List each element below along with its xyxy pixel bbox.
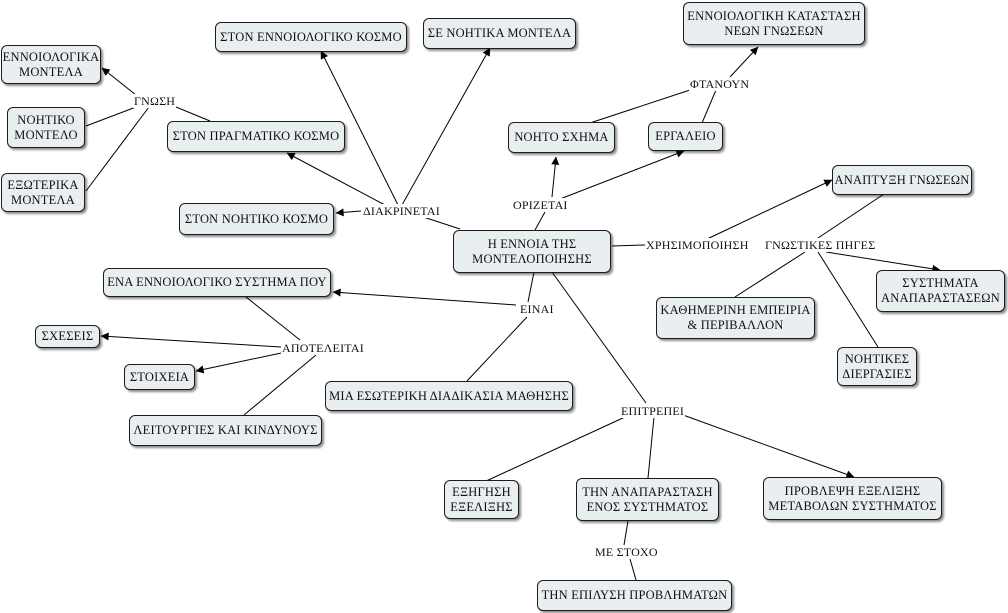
node-ston-pragmatiko-kosmo[interactable]: ΣΤΟΝ ΠΡΑΓΜΑΤΙΚΟ ΚΟΣΜΟ bbox=[167, 121, 345, 152]
edge-apoteleitai-stoicheia bbox=[195, 351, 287, 374]
node-exoterika-montela[interactable]: ΕΞΩΤΕΡΙΚΑ ΜΟΝΤΕΛΑ bbox=[1, 173, 85, 212]
link-label-einai: ΕΙΝΑΙ bbox=[519, 302, 555, 316]
edge-systima-apoteleitai bbox=[245, 296, 301, 341]
link-label-ftanoun: ΦΤΑΝΟΥΝ bbox=[689, 77, 751, 91]
node-kathimerini-empeiria[interactable]: ΚΑΘΗΜΕΡΙΝΗ ΕΜΠΕΙΡΙΑ & ΠΕΡΙΒΑΛΛΟΝ bbox=[656, 297, 815, 339]
node-center[interactable]: Η ΕΝΝΟΙΑ ΤΗΣ ΜΟΝΤΕΛΟΠΟΙΗΣΗΣ bbox=[453, 230, 611, 273]
edge-einai-diadikasia bbox=[466, 316, 528, 382]
edge-ftanoun-katastasi bbox=[729, 46, 759, 78]
edge-noito-ftanoun bbox=[589, 89, 691, 124]
edge-gnosi-noitiko bbox=[85, 106, 137, 127]
edge-epitrepei-exigisi bbox=[483, 416, 626, 483]
node-ston-noitiko-kosmo[interactable]: ΣΤΟΝ ΝΟΗΤΙΚΟ ΚΟΣΜΟ bbox=[179, 203, 334, 235]
edge-gnosi-exoterika bbox=[85, 106, 150, 192]
edge-center-einai bbox=[527, 271, 535, 303]
link-label-apoteleitai: ΑΠΟΤΕΛΕΙΤΑΙ bbox=[281, 341, 365, 355]
edge-epitrepei-anaparastasi bbox=[647, 416, 655, 479]
link-label-me-stocho: ΜΕ ΣΤΟΧΟ bbox=[594, 545, 659, 559]
node-noitiko-montelo[interactable]: ΝΟΗΤΙΚΟ ΜΟΝΤΕΛΟ bbox=[7, 107, 85, 148]
link-label-diakrinetai: ΔΙΑΚΡΙΝΕΤΑΙ bbox=[362, 204, 441, 218]
edge-center-orizetai bbox=[534, 211, 546, 231]
edge-center-chrisimopoiisi bbox=[611, 244, 646, 247]
node-tin-anaparastasi[interactable]: ΤΗΝ ΑΝΑΠΑΡΑΣΤΑΣΗ ΕΝΟΣ ΣΥΣΤΗΜΑΤΟΣ bbox=[576, 478, 719, 521]
edge-chrisimopoiisi-anaptyxi bbox=[704, 179, 833, 241]
link-label-orizetai: ΟΡΙΖΕΤΑΙ bbox=[512, 198, 569, 212]
edge-orizetai-noito bbox=[551, 156, 560, 198]
node-se-noitika-montela[interactable]: ΣΕ ΝΟΗΤΙΚΑ ΜΟΝΤΕΛΑ bbox=[423, 18, 576, 49]
node-leitourgies[interactable]: ΛΕΙΤΟΥΡΓΙΕΣ ΚΑΙ ΚΙΝΔΥΝΟΥΣ bbox=[129, 415, 322, 446]
link-label-gnosi: ΓΝΩΣΗ bbox=[133, 94, 177, 108]
edge-piges-noitikes bbox=[817, 251, 879, 348]
node-exigisi-exelixis[interactable]: ΕΞΗΓΗΣΗ ΕΞΕΛΙΞΗΣ bbox=[444, 480, 519, 519]
link-label-chrisimopoiisi: ΧΡΗΣΙΜΟΠΟΙΗΣΗ bbox=[645, 238, 750, 252]
node-ston-ennoiologiko-kosmo[interactable]: ΣΤΟΝ ΕΝΝΟΙΟΛΟΓΙΚΟ ΚΟΣΜΟ bbox=[215, 22, 407, 52]
node-noito-schima[interactable]: ΝΟΗΤΟ ΣΧΗΜΑ bbox=[508, 122, 615, 153]
edge-diakrinetai-noitika bbox=[401, 47, 491, 206]
edge-ergaleio-ftanoun bbox=[701, 89, 717, 124]
edge-apoteleitai-leitourgies bbox=[243, 354, 317, 416]
node-ergaleio[interactable]: ΕΡΓΑΛΕΙΟ bbox=[648, 122, 723, 151]
node-ennoiologika-montela[interactable]: ΕΝΝΟΙΟΛΟΓΙΚΑ ΜΟΝΤΕΛΑ bbox=[1, 45, 101, 84]
edge-diakrinetai-pragmatiko bbox=[286, 152, 386, 206]
edge-gnosi-ennoiologika bbox=[101, 67, 137, 96]
edge-anaparastasi-mestocho bbox=[623, 520, 629, 546]
edge-piges-systimata bbox=[825, 251, 941, 273]
node-mia-esoteriki-diadikasia[interactable]: ΜΙΑ ΕΣΩΤΕΡΙΚΗ ΔΙΑΔΙΚΑΣΙΑ ΜΑΘΗΣΗΣ bbox=[325, 381, 573, 411]
edge-epitrepei-provlepsi bbox=[682, 414, 855, 479]
node-ennoiologiki-katastasi[interactable]: ΕΝΝΟΙΟΛΟΓΙΚΗ ΚΑΤΑΣΤΑΣΗ ΝΕΩΝ ΓΝΩΣΕΩΝ bbox=[683, 2, 865, 45]
edge-pragmatiko-gnosi bbox=[175, 106, 211, 122]
node-stoicheia[interactable]: ΣΤΟΙΧΕΙΑ bbox=[124, 364, 195, 390]
node-scheseis[interactable]: ΣΧΕΣΕΙΣ bbox=[35, 325, 100, 348]
node-ena-ennoiologiko-systima[interactable]: ΕΝΑ ΕΝΝΟΙΟΛΟΓΙΚΟ ΣΥΣΤΗΜΑ ΠΟΥ bbox=[103, 268, 331, 297]
node-systimata-anaparastaseon[interactable]: ΣΥΣΤΗΜΑΤΑ ΑΝΑΠΑΡΑΣΤΑΣΕΩΝ bbox=[876, 270, 1005, 312]
node-provlepsi-exelixis[interactable]: ΠΡΟΒΛΕΨΗ ΕΞΕΛΙΞΗΣ ΜΕΤΑΒΟΛΩΝ ΣΥΣΤΗΜΑΤΟΣ bbox=[763, 477, 942, 520]
edge-apoteleitai-scheseis bbox=[100, 332, 282, 348]
edge-einai-systima bbox=[332, 288, 517, 306]
edge-mestocho-epilysi bbox=[629, 558, 637, 581]
edge-piges-kathimerini bbox=[734, 251, 806, 298]
node-noitikes-diergasies[interactable]: ΝΟΗΤΙΚΕΣ ΔΙΕΡΓΑΣΙΕΣ bbox=[837, 347, 917, 386]
edge-center-epitrepei bbox=[551, 271, 647, 404]
link-label-epitrepei: ΕΠΙΤΡΕΠΕΙ bbox=[620, 404, 686, 418]
edge-anaptyxi-piges bbox=[814, 193, 885, 241]
edge-diakrinetai-ennoiologiko bbox=[320, 50, 399, 206]
node-anaptyxi-gnoseon[interactable]: ΑΝΑΠΤΥΞΗ ΓΝΩΣΕΩΝ bbox=[832, 165, 972, 195]
node-tin-epilysi[interactable]: ΤΗΝ ΕΠΙΛΥΣΗ ΠΡΟΒΛΗΜΑΤΩΝ bbox=[537, 580, 732, 611]
link-label-gnostikes-piges: ΓΝΩΣΤΙΚΕΣ ΠΗΓΕΣ bbox=[764, 238, 877, 252]
edge-diakrinetai-noitiko bbox=[335, 208, 362, 217]
edge-orizetai-ergaleio bbox=[559, 150, 685, 200]
